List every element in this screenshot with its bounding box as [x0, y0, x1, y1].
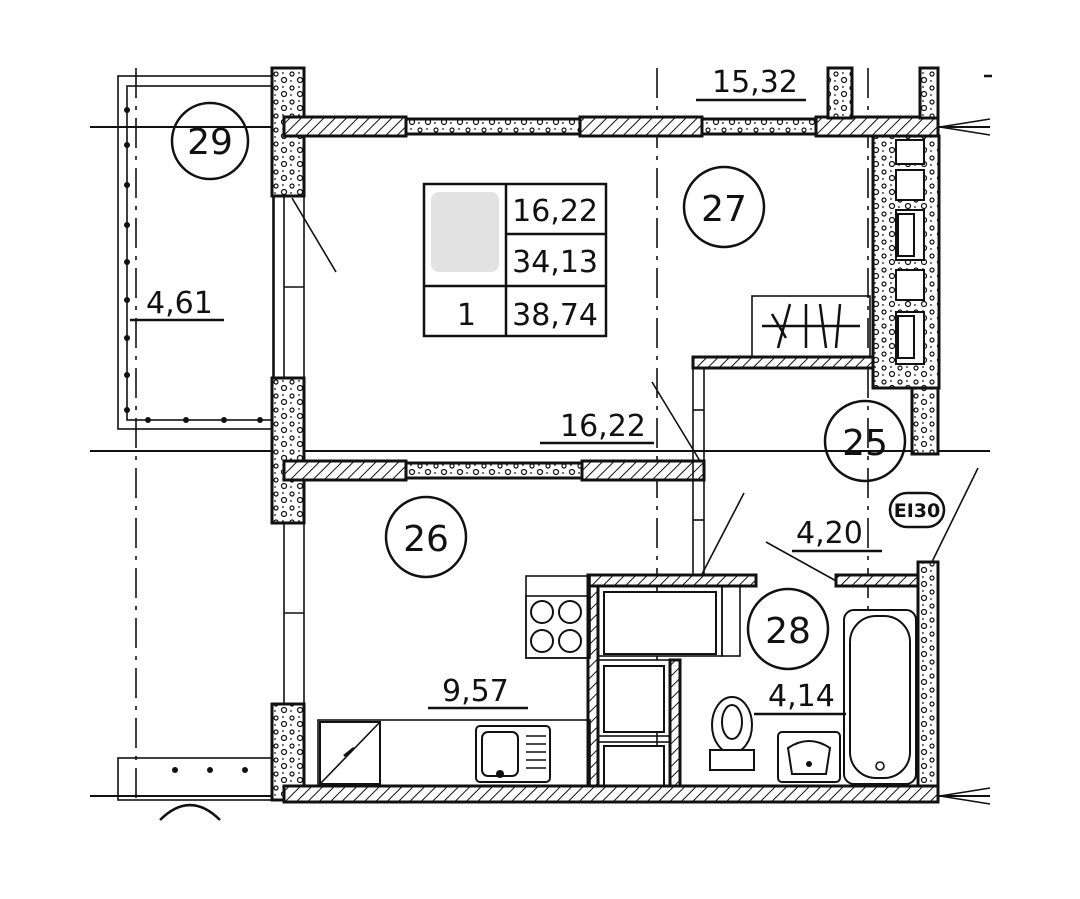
right-marks — [939, 74, 992, 805]
kitchen-counter — [317, 575, 591, 787]
wall-middle — [282, 459, 706, 482]
balcony-29-area: 4,61 — [146, 286, 213, 321]
balcony-railing-posts — [124, 107, 263, 423]
ventilation-shaft — [871, 134, 941, 456]
door-swings — [291, 197, 979, 583]
room-27-number: 27 — [701, 189, 747, 230]
fire-rating-label: EI30 — [894, 500, 941, 522]
toilet-icon — [709, 696, 755, 771]
room-25-number: 25 — [842, 423, 888, 464]
wall-top — [282, 66, 940, 138]
table-swatch — [431, 192, 499, 272]
room-26-number: 26 — [403, 519, 449, 560]
bathroom-walls — [586, 560, 940, 790]
area-underlines — [130, 98, 882, 716]
stove-icon — [530, 600, 582, 653]
table-total-area: 34,13 — [512, 245, 598, 280]
table-living-area: 16,22 — [512, 194, 598, 229]
washbasin-icon — [777, 731, 841, 783]
corridor-area: 15,32 — [712, 65, 798, 100]
exterior-wall-left — [270, 66, 306, 802]
table-rooms-count: 1 — [457, 298, 476, 333]
balcony-29 — [117, 75, 275, 801]
room-28-area: 4,14 — [768, 679, 835, 714]
room-27-area: 16,22 — [560, 409, 646, 444]
summary-table: 16,22 34,13 1 38,74 — [422, 182, 608, 338]
partition-hall — [691, 355, 875, 370]
balcony-29-number: 29 — [187, 122, 233, 163]
room-28-number: 28 — [765, 611, 811, 652]
wall-bottom — [282, 784, 940, 804]
table-total-with-balcony: 38,74 — [512, 298, 598, 333]
room-25-area: 4,20 — [796, 516, 863, 551]
bathtub-icon — [843, 609, 917, 785]
wardrobe — [751, 295, 871, 359]
room-number-circles — [159, 101, 946, 821]
door-frames — [692, 368, 705, 580]
kitchen-sink-icon — [475, 725, 551, 783]
room-26-area: 9,57 — [442, 674, 509, 709]
